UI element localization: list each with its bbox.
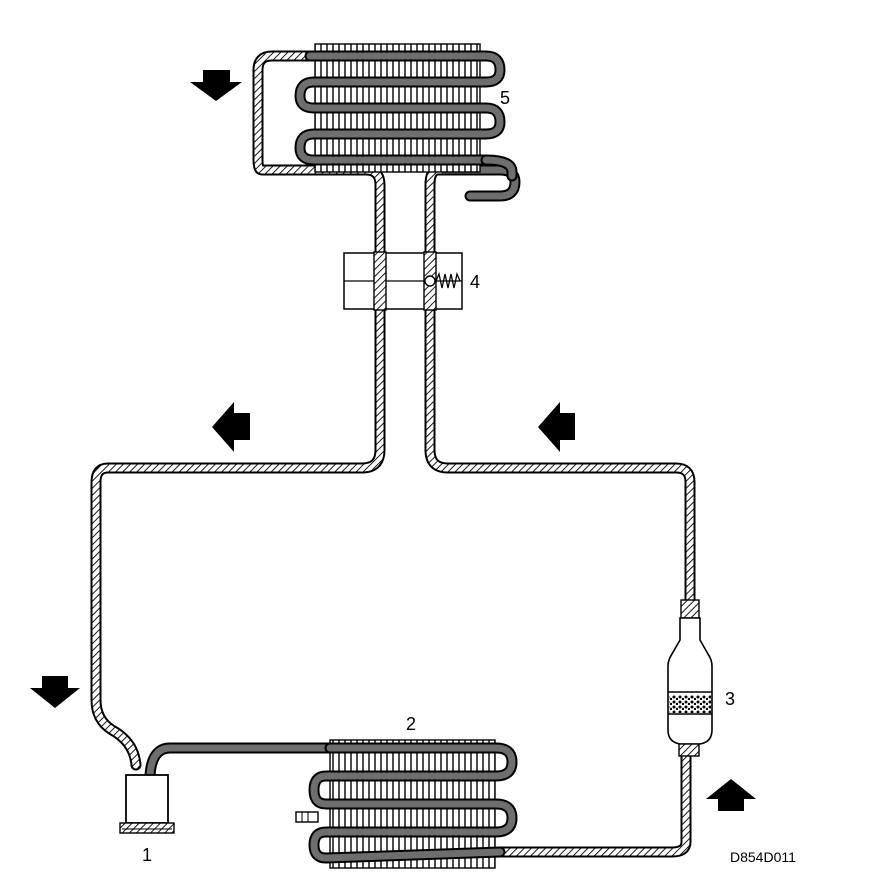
component-labels: 5 4 3 2 1 D854D011: [142, 88, 796, 865]
flow-arrows: [30, 70, 756, 811]
expansion-valve: [343, 251, 463, 311]
drawing-code: D854D011: [730, 849, 796, 865]
label-2: 2: [406, 714, 416, 734]
flow-arrow-down-bottom: [30, 676, 80, 708]
condenser: [295, 739, 518, 869]
flow-arrow-down-top: [190, 70, 242, 101]
flow-arrow-up-bottom: [706, 779, 756, 811]
label-5: 5: [500, 88, 510, 108]
evaporator: [294, 43, 518, 182]
flow-arrow-left-right: [538, 402, 575, 452]
flow-arrow-left-left: [212, 402, 250, 452]
compressor: [119, 774, 175, 834]
label-3: 3: [725, 689, 735, 709]
label-1: 1: [142, 845, 152, 865]
receiver-drier: [667, 599, 713, 757]
pipe-network: [90, 50, 696, 858]
label-4: 4: [470, 272, 480, 292]
